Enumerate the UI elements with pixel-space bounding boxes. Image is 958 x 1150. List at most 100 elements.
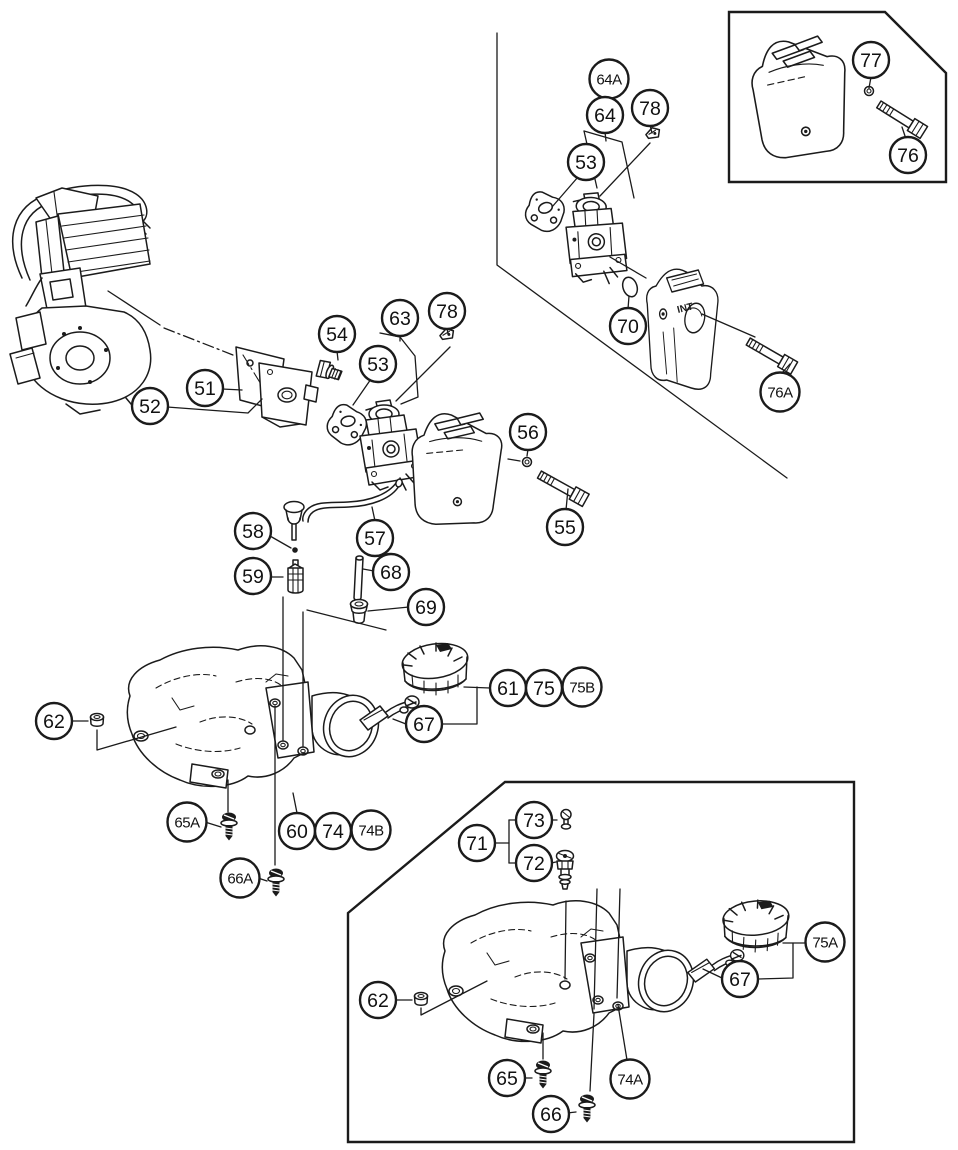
leader-line — [107, 290, 161, 326]
callout-57: 57 — [355, 518, 395, 558]
leader-line — [367, 606, 410, 612]
leader-line — [701, 313, 756, 338]
callout-number: 55 — [554, 517, 576, 539]
leader-line — [352, 378, 372, 406]
callout-74B: 74B — [350, 809, 392, 851]
callout-number: 66A — [227, 870, 253, 887]
callout-balloon — [720, 959, 760, 999]
callout-number: 78 — [436, 301, 458, 323]
callout-balloon — [566, 142, 606, 182]
clip-78-top-drawing — [644, 126, 662, 140]
leader-line — [616, 888, 621, 999]
callout-65A: 65A — [166, 801, 208, 843]
callout-number: 78 — [639, 98, 661, 120]
callout-74A: 74A — [609, 1058, 651, 1100]
inset-box-top-right — [727, 10, 948, 184]
callout-number: 57 — [364, 528, 386, 550]
callout-balloon — [355, 518, 395, 558]
callout-balloon — [34, 701, 74, 741]
callout-balloon — [545, 507, 585, 547]
leader-line — [221, 388, 243, 391]
fuel-pipe-57-drawing — [302, 478, 403, 523]
callout-number: 74A — [617, 1071, 643, 1088]
callout-balloon — [561, 666, 603, 708]
callout-53-mid: 53 — [358, 344, 398, 384]
air-cleaner-cover-mid-drawing — [406, 407, 505, 530]
leader-line — [292, 792, 298, 814]
air-cleaner-cover-inset-drawing — [748, 34, 851, 161]
insulator-plate-drawing — [235, 346, 319, 428]
fuel-filter-59-drawing — [287, 559, 304, 594]
leader-line — [420, 980, 488, 1016]
bolt-55-drawing — [535, 467, 590, 508]
callout-number: 53 — [367, 354, 389, 376]
callout-number: 62 — [43, 711, 65, 733]
leader-line — [371, 506, 376, 522]
screw-65A-drawing — [220, 811, 238, 842]
callout-78-top: 78 — [630, 88, 670, 128]
drawing-labels-layer: INT — [676, 301, 694, 316]
callout-number: 74 — [322, 821, 344, 843]
air-cleaner-case-drawing — [645, 268, 719, 390]
callout-number: 70 — [617, 316, 639, 338]
callout-balloon — [585, 95, 625, 135]
callout-balloon — [608, 306, 648, 346]
callout-67-bottom: 67 — [720, 959, 760, 999]
callout-number: 63 — [389, 308, 411, 330]
leader-line — [163, 327, 234, 356]
callout-52: 52 — [130, 386, 170, 426]
inset-box-bottom — [346, 780, 856, 1144]
callout-73: 73 — [514, 800, 554, 840]
leader-line — [306, 609, 387, 631]
callout-number: 72 — [523, 853, 545, 875]
fuel-tank-74A-drawing — [441, 900, 703, 1044]
callout-number: 62 — [367, 990, 389, 1012]
callout-balloon — [130, 386, 170, 426]
callout-number: 75 — [533, 678, 555, 700]
leader-line — [507, 458, 521, 462]
callout-number: 67 — [413, 714, 435, 736]
callout-number: 71 — [466, 833, 488, 855]
callout-number: 60 — [286, 821, 308, 843]
callout-70: 70 — [608, 306, 648, 346]
callout-number: 53 — [575, 152, 597, 174]
leader-line — [589, 1013, 595, 1092]
callout-balloon — [514, 843, 554, 883]
callout-balloon — [851, 40, 891, 80]
callout-balloon — [358, 980, 398, 1020]
callout-number: 74B — [358, 822, 384, 839]
callout-76: 76 — [888, 135, 928, 175]
callout-51: 51 — [185, 368, 225, 408]
callout-balloon — [350, 809, 392, 851]
callout-76A: 76A — [759, 371, 801, 413]
callout-balloon — [487, 1058, 527, 1098]
leader-line — [593, 888, 598, 1010]
leader-line — [496, 32, 788, 479]
callout-number: 54 — [326, 324, 348, 346]
callout-balloon — [457, 823, 497, 863]
callout-balloon — [406, 587, 446, 627]
fuel-cap-75A-drawing — [718, 894, 793, 955]
callout-62-bottom: 62 — [358, 980, 398, 1020]
callout-53-top: 53 — [566, 142, 606, 182]
grommet-62-top-drawing — [89, 712, 105, 727]
leader-line — [96, 726, 177, 751]
leader-line — [166, 398, 263, 414]
leader-line — [269, 535, 292, 549]
callout-number: 65 — [496, 1068, 518, 1090]
callout-64A: 64A — [588, 58, 630, 100]
fuel-tube-68-drawing — [353, 555, 364, 601]
callout-62-top: 62 — [34, 701, 74, 741]
callout-balloon — [514, 800, 554, 840]
elbow-58-drawing — [283, 500, 305, 541]
callout-61: 61 — [488, 668, 528, 708]
leader-line — [702, 968, 723, 979]
callout-66A: 66A — [219, 857, 261, 899]
callout-number: 68 — [380, 562, 402, 584]
callout-number: 64A — [596, 71, 622, 88]
bolt-76A-drawing — [743, 334, 799, 375]
callout-number: 73 — [523, 810, 545, 832]
leader-line — [609, 256, 647, 279]
